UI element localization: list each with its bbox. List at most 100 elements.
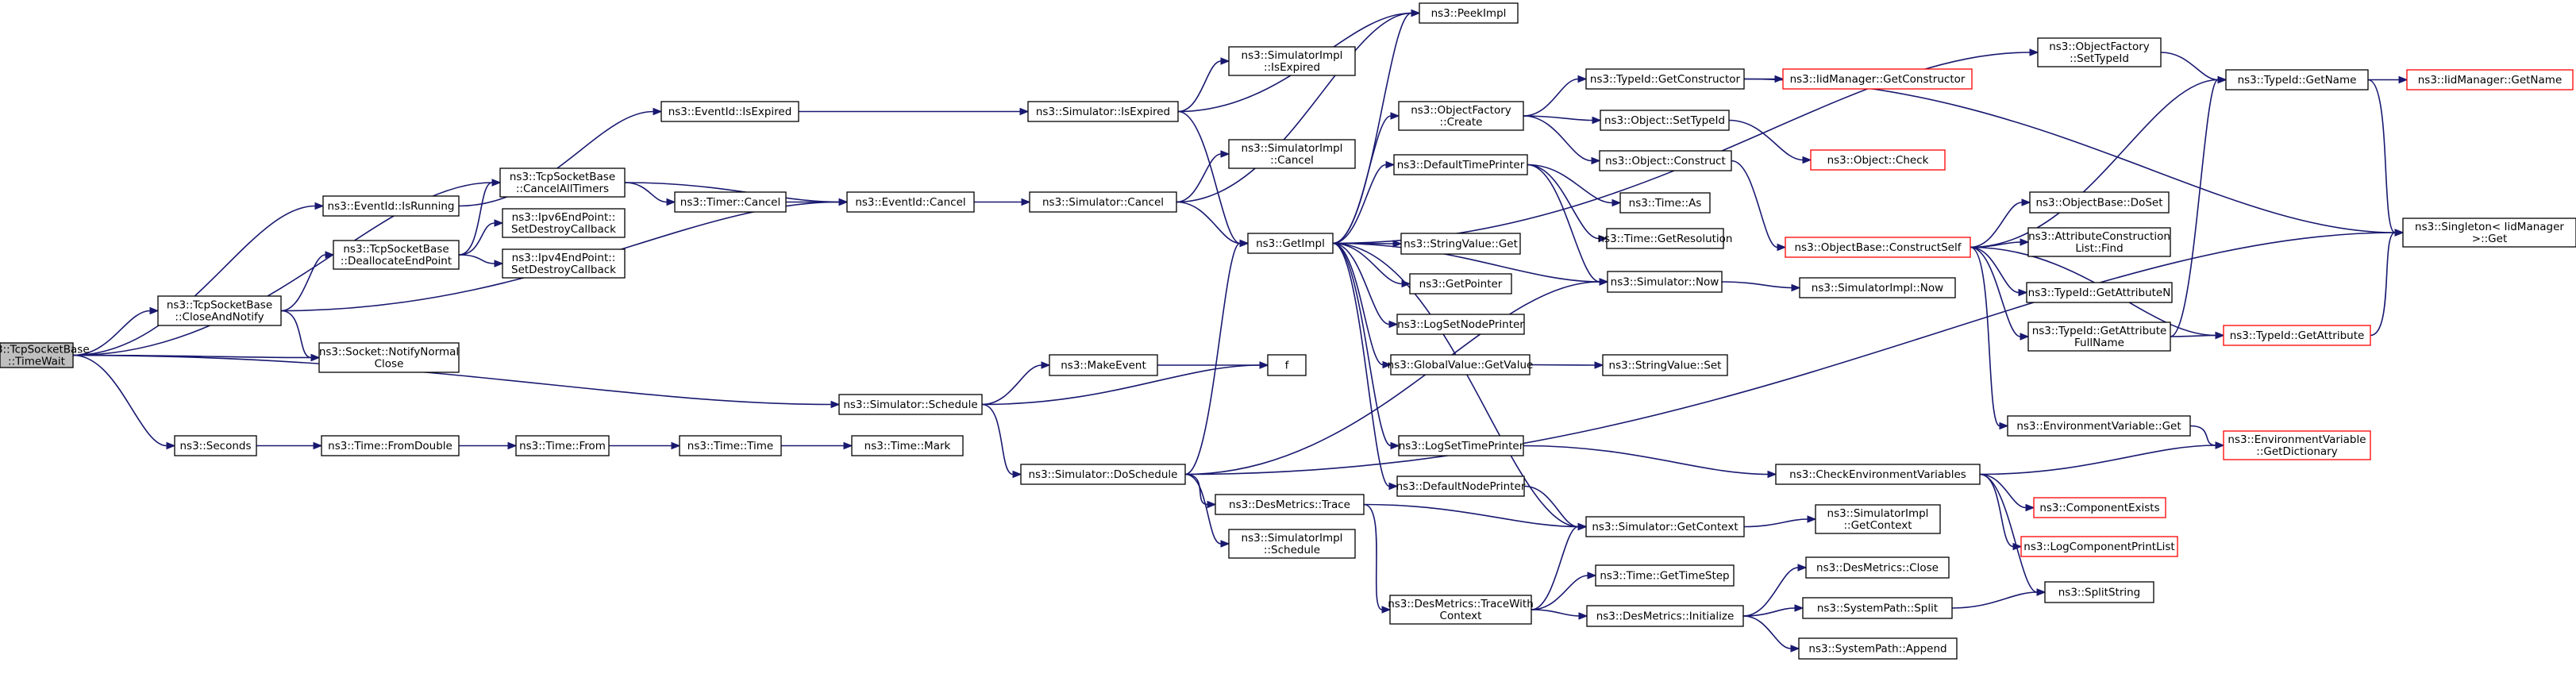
node-defNodePrinter[interactable]: ns3::DefaultNodePrinter	[1396, 475, 1526, 497]
node-box	[674, 191, 787, 213]
node-timeGetStep[interactable]: ns3::Time::GetTimeStep	[1595, 564, 1735, 587]
node-timeGetRes[interactable]: ns3::Time::GetResolution	[1597, 228, 1733, 249]
node-strValGet[interactable]: ns3::StringValue::Get	[1400, 233, 1521, 255]
node-label: ns3::SimulatorImpl	[1242, 49, 1343, 62]
node-logSetNode[interactable]: ns3::LogSetNodePrinter	[1396, 314, 1525, 335]
node-spSplit[interactable]: ns3::SystemPath::Split	[1802, 597, 1953, 619]
node-envGetDict[interactable]: ns3::EnvironmentVariable::GetDictionary	[2223, 430, 2371, 460]
node-singletonGet[interactable]: ns3::Singleton< IidManager>::Get	[2402, 218, 2576, 248]
node-objConstruct[interactable]: ns3::Object::Construct	[1599, 150, 1732, 171]
node-implGetContext[interactable]: ns3::SimulatorImpl::GetContext	[1815, 504, 1941, 534]
node-box	[2406, 69, 2574, 90]
node-isRunning[interactable]: ns3::EventId::IsRunning	[322, 195, 460, 217]
edge-simDoSchedule-to-getImpl	[1184, 239, 1249, 475]
node-timeTime[interactable]: ns3::Time::Time	[679, 435, 782, 456]
node-implSchedule[interactable]: ns3::SimulatorImpl::Schedule	[1228, 529, 1356, 559]
node-simDoSchedule[interactable]: ns3::Simulator::DoSchedule	[1020, 464, 1186, 485]
node-tidGetAttrN[interactable]: ns3::TypeId::GetAttributeN	[2026, 282, 2173, 303]
node-timerCancel[interactable]: ns3::Timer::Cancel	[674, 191, 787, 213]
node-simGetContext[interactable]: ns3::Simulator::GetContext	[1585, 516, 1745, 537]
node-box	[2223, 430, 2371, 460]
edge-line	[981, 364, 1261, 406]
node-eventIsExpired[interactable]: ns3::EventId::IsExpired	[660, 101, 799, 122]
node-simCancel[interactable]: ns3::Simulator::Cancel	[1029, 191, 1177, 213]
node-logCompPrint[interactable]: ns3::LogComponentPrintList	[2020, 536, 2178, 557]
node-simIsExpired[interactable]: ns3::Simulator::IsExpired	[1027, 101, 1179, 122]
node-fromDouble[interactable]: ns3::Time::FromDouble	[321, 435, 460, 456]
node-envGet[interactable]: ns3::EnvironmentVariable::Get	[2007, 415, 2191, 437]
node-box	[846, 191, 975, 213]
node-implNow[interactable]: ns3::SimulatorImpl::Now	[1799, 277, 1956, 298]
node-timeAs[interactable]: ns3::Time::As	[1619, 192, 1711, 214]
node-objSetTypeId[interactable]: ns3::Object::SetTypeId	[1600, 110, 1730, 131]
node-peekImpl[interactable]: ns3::PeekImpl	[1419, 2, 1519, 24]
node-strValSet[interactable]: ns3::StringValue::Set	[1602, 354, 1728, 376]
node-timewait[interactable]: ns3::TcpSocketBase::TimeWait	[0, 342, 90, 368]
node-componentExists[interactable]: ns3::ComponentExists	[2033, 497, 2166, 518]
node-ofCreate[interactable]: ns3::ObjectFactory::Create	[1398, 101, 1524, 131]
node-defTimePrinter[interactable]: ns3::DefaultTimePrinter	[1393, 154, 1528, 175]
edge-closeAndNotify-to-notifyNormalClose	[280, 310, 321, 362]
edge-line	[1979, 445, 2216, 475]
node-seconds[interactable]: ns3::Seconds	[174, 435, 257, 456]
node-ofSetTypeId[interactable]: ns3::ObjectFactory::SetTypeId	[2037, 37, 2162, 67]
node-deallocate[interactable]: ns3::TcpSocketBase::DeallocateEndPoint	[333, 240, 460, 270]
node-label: ns3::DesMetrics::TraceWith	[1388, 598, 1534, 610]
node-desClose[interactable]: ns3::DesMetrics::Close	[1805, 556, 1950, 579]
edge-ofCreate-to-objConstruct	[1523, 115, 1601, 165]
node-objCheck[interactable]: ns3::Object::Check	[1810, 149, 1946, 171]
node-desInit[interactable]: ns3::DesMetrics::Initialize	[1586, 605, 1744, 627]
node-logSetTime[interactable]: ns3::LogSetTimePrinter	[1398, 435, 1524, 456]
node-eventCancel[interactable]: ns3::EventId::Cancel	[846, 191, 975, 213]
edge-obConstructSelf-to-envGet	[1970, 246, 2009, 430]
node-ipv6Destroy[interactable]: ns3::Ipv6EndPoint::SetDestroyCallback	[502, 208, 626, 238]
node-makeEvent[interactable]: ns3::MakeEvent	[1049, 354, 1158, 376]
edge-simIsExpired-to-implIsExpired	[1177, 57, 1230, 113]
node-tidGetAttr[interactable]: ns3::TypeId::GetAttribute	[2223, 325, 2371, 346]
node-label: ns3::Simulator::DoSchedule	[1029, 468, 1178, 481]
node-getPointer[interactable]: ns3::GetPointer	[1409, 273, 1512, 295]
node-box	[2027, 227, 2171, 257]
node-timeMark[interactable]: ns3::Time::Mark	[851, 435, 964, 456]
node-box	[2037, 37, 2162, 67]
edge-line	[458, 254, 495, 264]
node-label: ns3::DefaultTimePrinter	[1397, 159, 1525, 171]
node-implIsExpired[interactable]: ns3::SimulatorImpl::IsExpired	[1228, 46, 1356, 76]
node-label: ::Create	[1440, 116, 1483, 129]
edge-arrowhead	[2215, 331, 2225, 340]
node-desTrace[interactable]: ns3::DesMetrics::Trace	[1215, 494, 1365, 515]
node-f[interactable]: f	[1267, 354, 1307, 376]
node-closeAndNotify[interactable]: ns3::TcpSocketBase::CloseAndNotify	[157, 295, 282, 326]
node-checkEnv[interactable]: ns3::CheckEnvironmentVariables	[1775, 464, 1981, 485]
node-tidGetCtor[interactable]: ns3::TypeId::GetConstructor	[1585, 68, 1745, 90]
node-obDoSet[interactable]: ns3::ObjectBase::DoSet	[2029, 191, 2170, 214]
edge-line	[1742, 615, 1792, 649]
node-simNow[interactable]: ns3::Simulator::Now	[1607, 271, 1723, 293]
node-getImpl[interactable]: ns3::GetImpl	[1247, 233, 1334, 254]
edge-arrowhead	[314, 202, 325, 210]
edge-tidGetAttr-to-singletonGet	[2370, 229, 2405, 337]
node-tidGetName[interactable]: ns3::TypeId::GetName	[2225, 69, 2369, 90]
node-simSchedule[interactable]: ns3::Simulator::Schedule	[838, 394, 983, 415]
node-spAppend[interactable]: ns3::SystemPath::Append	[1798, 637, 1958, 660]
node-implCancel[interactable]: ns3::SimulatorImpl::Cancel	[1228, 139, 1356, 169]
node-timeFrom[interactable]: ns3::Time::From	[515, 435, 610, 456]
node-obConstructSelf[interactable]: ns3::ObjectBase::ConstructSelf	[1785, 237, 1971, 258]
node-iidGetName[interactable]: ns3::IidManager::GetName	[2406, 69, 2574, 90]
node-ipv4Destroy[interactable]: ns3::Ipv4EndPoint::SetDestroyCallback	[502, 248, 626, 279]
edge-arrowhead	[1587, 572, 1597, 579]
node-splitString[interactable]: ns3::SplitString	[2044, 581, 2154, 603]
edge-arrowhead	[1594, 361, 1604, 369]
node-gvGetValue[interactable]: ns3::GlobalValue::GetValue	[1388, 354, 1534, 375]
node-label: ns3::Ipv6EndPoint::	[512, 211, 616, 224]
node-box	[1586, 605, 1744, 627]
edge-objConstruct-to-obConstructSelf	[1731, 160, 1787, 252]
edge-arrowhead	[1388, 482, 1399, 491]
node-iidGetCtor[interactable]: ns3::IidManager::GetConstructor	[1782, 68, 1973, 90]
node-cancelAllTimers[interactable]: ns3::TcpSocketBase::CancelAllTimers	[499, 167, 626, 198]
